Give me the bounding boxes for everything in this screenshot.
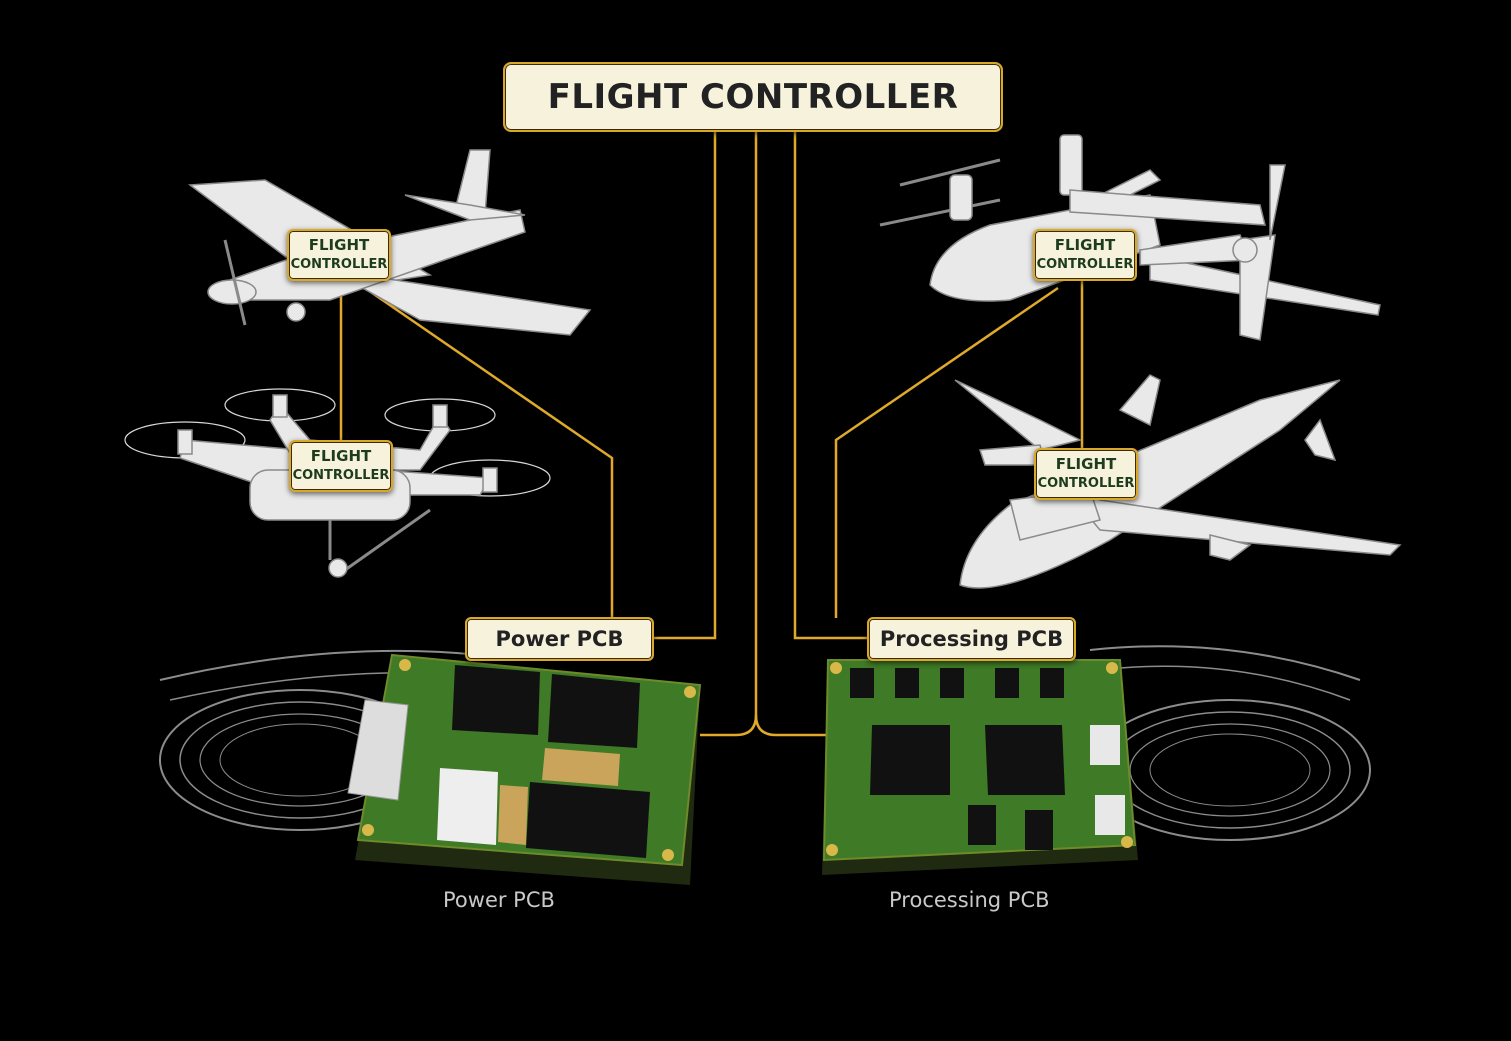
processing-pcb-caption: Processing PCB — [889, 888, 1050, 912]
fc-line1: FLIGHT — [1054, 236, 1116, 254]
fc-line2: CONTROLLER — [292, 468, 390, 483]
main-title: FLIGHT CONTROLLER — [547, 77, 959, 117]
power-pcb-label-text: Power PCB — [495, 627, 624, 651]
fc-line1: FLIGHT — [310, 447, 372, 465]
power-pcb-label: Power PCB — [465, 617, 654, 661]
quadcopter-flight-controller-label: FLIGHT CONTROLLER — [289, 440, 393, 492]
fc-line2: CONTROLLER — [290, 257, 388, 272]
power-pcb-caption: Power PCB — [443, 888, 555, 912]
main-title-box: FLIGHT CONTROLLER — [503, 62, 1003, 132]
jet-flight-controller-label: FLIGHT CONTROLLER — [1034, 448, 1138, 500]
processing-pcb-label-text: Processing PCB — [879, 627, 1064, 651]
fc-line2: CONTROLLER — [1037, 476, 1135, 491]
fc-line1: FLIGHT — [308, 236, 370, 254]
plane-flight-controller-label: FLIGHT CONTROLLER — [287, 229, 391, 281]
fc-line2: CONTROLLER — [1036, 257, 1134, 272]
processing-pcb-label: Processing PCB — [867, 617, 1076, 661]
fc-line1: FLIGHT — [1055, 455, 1117, 473]
vtol-flight-controller-label: FLIGHT CONTROLLER — [1033, 229, 1137, 281]
